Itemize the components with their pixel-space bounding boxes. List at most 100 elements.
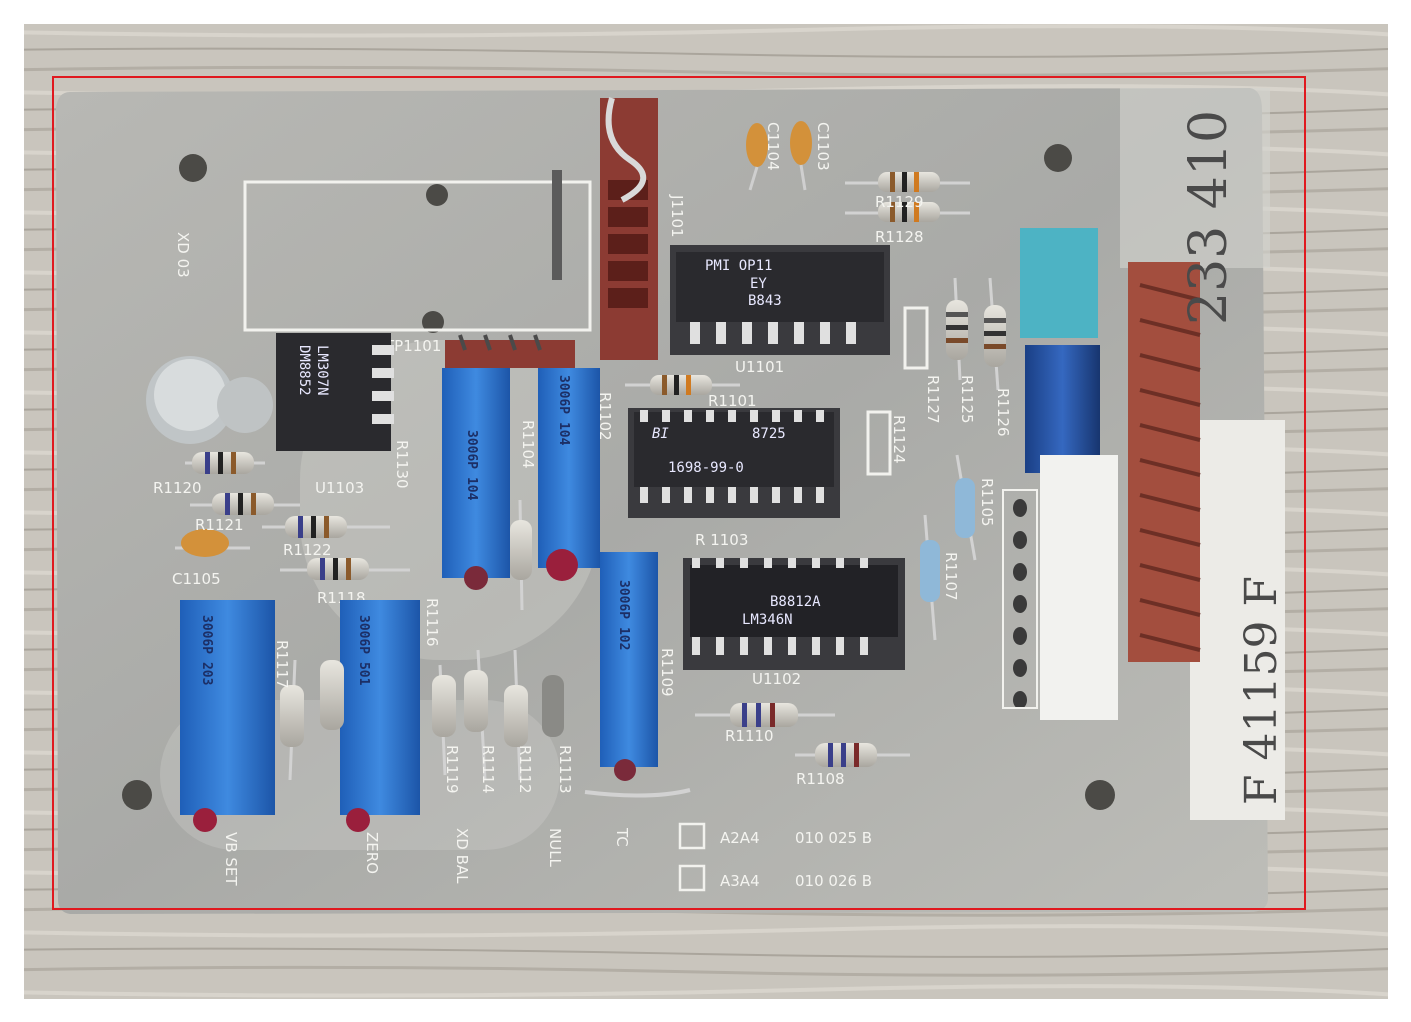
ic-u1101: [670, 245, 890, 355]
resistor-network-r1103: [628, 408, 840, 518]
label-c1105: C1105: [172, 570, 221, 588]
resistor-r1122: [262, 516, 390, 538]
resistor-r1128: [845, 202, 970, 222]
connector-white-outline: [1002, 489, 1038, 709]
resistor-r1119: [432, 664, 456, 776]
label-r1121: R1121: [195, 516, 244, 534]
resistor-r1105: [955, 454, 977, 561]
label-c1104: C1104: [764, 122, 782, 171]
label-r1117: R1117: [273, 640, 291, 689]
label-r1103: R 1103: [695, 531, 748, 549]
label-c1103: C1103: [814, 122, 832, 171]
handwritten-number: 233 410: [1179, 110, 1239, 325]
capacitor-c1103: [790, 121, 812, 191]
label-r1116: R1116: [423, 598, 441, 647]
label-r1113: R1113: [556, 745, 574, 794]
rn-r1103-line3: 1698-99-0: [668, 460, 744, 476]
ic-u1101-line2: EY: [750, 276, 767, 292]
resistor-r1107: [920, 514, 940, 641]
capacitor-c1104: [746, 123, 768, 191]
trimmer-pot-1: [442, 368, 510, 590]
trimmer-pot-3: [600, 552, 658, 781]
label-a3a4: A3A4: [720, 872, 760, 890]
resistor-r1113: [542, 675, 564, 737]
label-null: NULL: [546, 828, 564, 868]
label-a2a4: A2A4: [720, 829, 760, 847]
label-tc: TC: [613, 827, 631, 847]
label-r1101: R1101: [708, 392, 757, 410]
label-tp1101: TP1101: [384, 337, 441, 355]
label-r1104: R1104: [519, 420, 537, 469]
checkbox-a2a4: [678, 822, 706, 850]
resistor-r1114: [464, 649, 488, 781]
ic-u1102-line2: LM346N: [742, 612, 793, 628]
white-label-right: [1190, 420, 1285, 820]
pad-outline-r1127: [903, 306, 929, 370]
resistor-r1118: [280, 558, 410, 580]
jumper-wire-tc: [584, 788, 691, 798]
header-tp1101: [445, 334, 575, 368]
checkbox-a3a4: [678, 864, 706, 892]
ic-u1101-line3: B843: [748, 293, 782, 309]
trimmer-pot-5: [340, 600, 420, 832]
label-xd-bal: XD BAL: [453, 828, 471, 884]
resistor-r1117: [280, 659, 304, 781]
label-r1107: R1107: [942, 552, 960, 601]
connector-white: [1040, 455, 1118, 720]
silkscreen-outline: [243, 180, 592, 332]
white-label-top-right: [1120, 88, 1270, 268]
capacitor-c1105: [175, 529, 250, 557]
ic-u1102: [683, 558, 905, 670]
label-r1127: R1127: [924, 375, 942, 424]
trimmer-pot-5-label: 3006P 501: [356, 615, 371, 686]
label-r1129: R1129: [875, 193, 924, 211]
trimmer-pot-1-label: 3006P 104: [464, 430, 479, 501]
label-a2a4-code: 010 025 B: [795, 829, 872, 847]
capacitor-teal: [1020, 228, 1098, 338]
label-a3a4-code: 010 026 B: [795, 872, 872, 890]
connector-white-pins: [1013, 499, 1027, 709]
label-r1109: R1109: [658, 648, 676, 697]
label-vb-set: VB SET: [222, 832, 240, 886]
label-xd03: XD 03: [174, 232, 192, 278]
label-u1103: U1103: [315, 479, 364, 497]
capacitor-blue: [1025, 345, 1100, 473]
ic-u1101-line1: PMI OP11: [705, 258, 772, 274]
label-r1124: R1124: [890, 415, 908, 464]
resistor-r1126: [984, 277, 1006, 391]
label-u1101: U1101: [735, 358, 784, 376]
pad-outline-r1124: [866, 410, 892, 476]
label-r1114: R1114: [479, 745, 497, 794]
resistor-r1104: [510, 499, 532, 611]
resistor-r1125: [946, 277, 968, 381]
header-right-angle: [1128, 262, 1201, 662]
ic-u1102-line1: B8812A: [770, 594, 821, 610]
trimmer-pot-2-label: 3006P 104: [556, 375, 571, 446]
resistor-r1129: [845, 172, 970, 192]
label-r1119: R1119: [443, 745, 461, 794]
label-zero: ZERO: [363, 832, 381, 874]
mounting-holes: [122, 144, 1115, 810]
label-r1110: R1110: [725, 727, 774, 745]
resistor-r1112: [504, 649, 528, 781]
trimmer-pot-4: [180, 600, 275, 832]
rn-r1103-line2: 8725: [752, 426, 786, 442]
trimmer-pot-4-label: 3006P 203: [199, 615, 214, 685]
label-r1112: R1112: [516, 745, 534, 794]
resistor-r1101: [625, 375, 740, 395]
red-frame: [52, 76, 1306, 910]
rn-r1103-line1: BI: [652, 426, 669, 442]
label-r1125: R1125: [958, 375, 976, 424]
label-r1108: R1108: [796, 770, 845, 788]
label-r1122: R1122: [283, 541, 332, 559]
resistor-r1120: [185, 452, 265, 474]
resistor-r1121: [190, 493, 300, 515]
trimmer-pot-2: [538, 368, 600, 581]
label-u1102: U1102: [752, 670, 801, 688]
trimmer-pot-3-label: 3006P 102: [616, 580, 631, 650]
ic-u1103: [276, 333, 394, 451]
resistor-r1110: [695, 703, 835, 727]
label-r1126: R1126: [994, 388, 1012, 437]
handwritten-code: F 41159 F: [1236, 576, 1287, 805]
